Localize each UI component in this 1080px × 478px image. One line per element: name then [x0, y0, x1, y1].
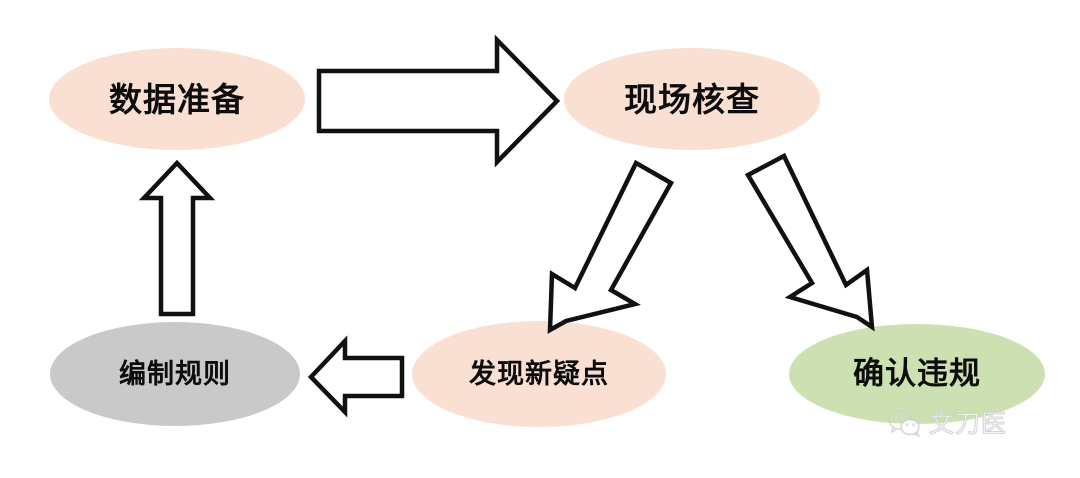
node-compile-rules[interactable]: 编制规则: [50, 322, 300, 426]
arrow-left-suspicion-to-rules: [307, 335, 405, 418]
arrow-up-rules-to-prep: [138, 159, 216, 317]
node-label-data-preparation: 数据准备: [109, 79, 245, 119]
arrow-down-right-verify-to-violation: [744, 152, 875, 332]
watermark-text: 文刀医: [928, 409, 1008, 438]
wechat-icon: [888, 410, 921, 437]
arrow-right-prep-to-verify: [316, 34, 561, 168]
node-label-onsite-verification: 现场核查: [624, 79, 760, 119]
node-label-confirm-violation: 确认违规: [853, 355, 981, 392]
node-label-new-suspicion: 发现新疑点: [469, 358, 609, 390]
node-confirm-violation[interactable]: 确认违规: [789, 324, 1045, 424]
watermark: 文刀医: [888, 410, 1007, 437]
node-onsite-verification[interactable]: 现场核查: [564, 48, 820, 150]
node-label-compile-rules: 编制规则: [119, 358, 231, 390]
node-data-preparation[interactable]: 数据准备: [49, 48, 305, 150]
arrow-down-left-verify-to-suspicion: [547, 159, 675, 334]
node-new-suspicion[interactable]: 发现新疑点: [412, 321, 666, 427]
